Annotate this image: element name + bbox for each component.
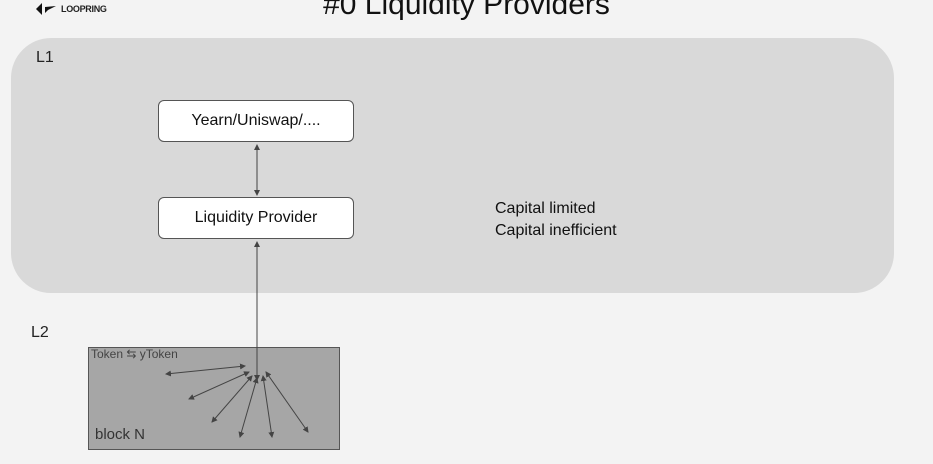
loopring-logo: LOOPRING bbox=[36, 3, 107, 15]
arrow-fan-6 bbox=[265, 371, 309, 433]
l1-label: L1 bbox=[36, 49, 54, 66]
l1-region bbox=[11, 38, 894, 293]
logo-text: LOOPRING bbox=[61, 4, 107, 14]
arrow-fan-2 bbox=[188, 371, 250, 400]
l2-label: L2 bbox=[31, 324, 49, 341]
note-capital-inefficient: Capital inefficient bbox=[495, 222, 617, 239]
yearn-uniswap-box: Yearn/Uniswap/.... bbox=[158, 100, 354, 142]
arrow-fan-5 bbox=[260, 375, 275, 438]
arrow-fan-1 bbox=[165, 363, 246, 377]
capital-notes: Capital limited Capital inefficient bbox=[495, 198, 617, 242]
note-capital-limited: Capital limited bbox=[495, 200, 596, 217]
block-n-label: block N bbox=[95, 426, 146, 443]
liquidity-provider-box: Liquidity Provider bbox=[158, 197, 354, 239]
token-swap-label: Token ⇆ yToken bbox=[91, 347, 178, 361]
arrow-fan-4 bbox=[238, 377, 259, 438]
slide-title: #0 Liquidity Providers bbox=[323, 0, 610, 21]
loopring-logo-icon bbox=[36, 3, 56, 15]
